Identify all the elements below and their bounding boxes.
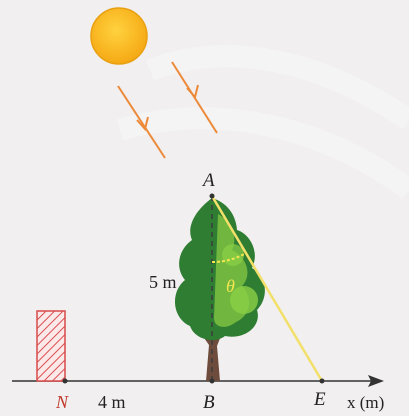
point-e-dot [319, 378, 325, 384]
label-axis: x (m) [347, 393, 384, 412]
label-b: B [203, 392, 215, 413]
label-theta: θ [226, 276, 235, 296]
label-a: A [201, 170, 215, 191]
ray-left-arrow [136, 116, 149, 132]
ray-left [117, 85, 166, 159]
tree [174, 198, 265, 381]
ray-right-arrow [186, 84, 199, 100]
point-n-dot [62, 378, 68, 384]
label-e: E [313, 389, 326, 410]
watermark [116, 45, 409, 199]
axis-arrow-icon [368, 375, 384, 387]
point-b-dot [209, 378, 215, 384]
label-n: N [55, 392, 69, 412]
sun-rays [117, 61, 218, 159]
label-tree-height: 5 m [149, 272, 177, 292]
x-axis [12, 375, 384, 387]
sun-icon [90, 7, 148, 65]
pole-n [36, 310, 66, 382]
angle-arc [211, 252, 247, 264]
shadow-line [210, 195, 324, 382]
point-a-dot [209, 193, 215, 199]
label-distance-nb: 4 m [98, 392, 126, 412]
